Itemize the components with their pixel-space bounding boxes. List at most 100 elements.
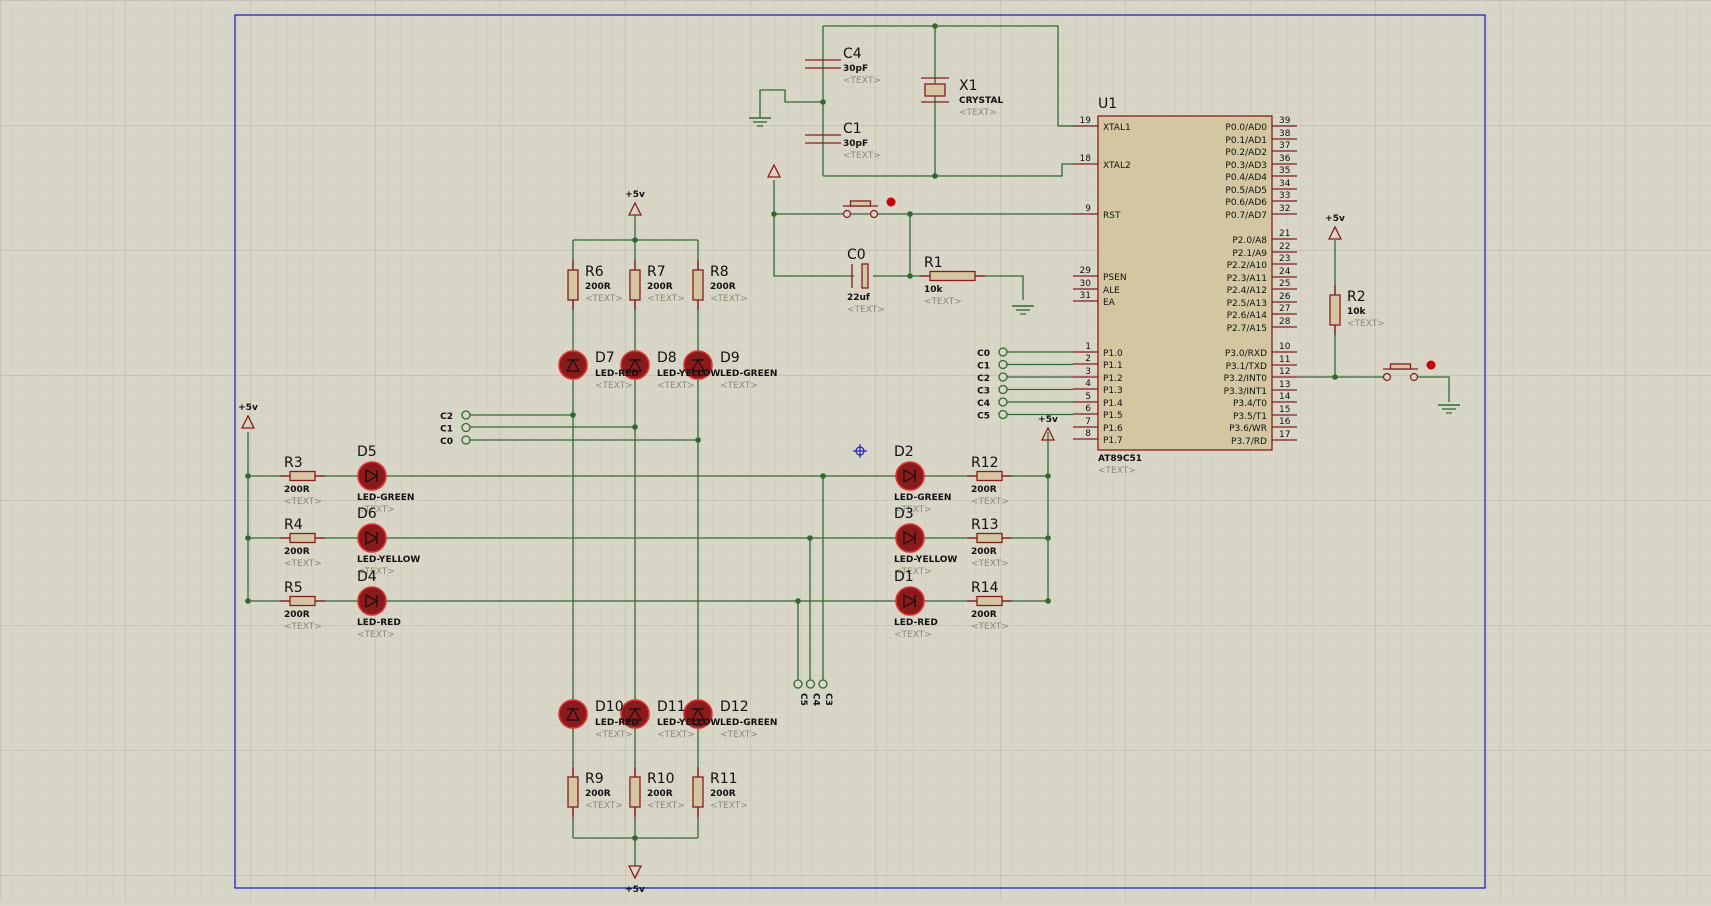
led-body: [895, 586, 925, 616]
crystal-x1[interactable]: [921, 77, 949, 103]
column-terminal[interactable]: [461, 410, 471, 420]
led-type: LED-RED: [595, 718, 639, 728]
port-terminal[interactable]: [998, 359, 1008, 370]
junction-dot: [695, 437, 701, 443]
origin-marker: [853, 444, 867, 458]
led-ref: D6: [357, 506, 377, 522]
resistor-value: 200R: [971, 547, 997, 557]
led-d11[interactable]: [620, 699, 650, 729]
resistor-r12[interactable]: [967, 470, 1012, 482]
row-terminal[interactable]: [793, 679, 803, 689]
column-label: C1: [440, 425, 453, 435]
mcu-pin-name: P1.1: [1103, 361, 1123, 371]
mcu-pin-number: 11: [1279, 355, 1290, 365]
led-ref: D11: [657, 699, 686, 715]
mcu-pin-number: 12: [1279, 367, 1290, 377]
mcu-pin-number: 36: [1279, 154, 1291, 164]
resistor-body: [692, 776, 704, 808]
mcu-pin-name: P1.3: [1103, 386, 1123, 396]
resistor-r13[interactable]: [967, 532, 1012, 544]
mcu-pin-number: 14: [1279, 392, 1291, 402]
mcu-pin-number: 33: [1279, 191, 1290, 201]
port-terminal[interactable]: [998, 347, 1008, 357]
text-placeholder: <TEXT>: [959, 108, 997, 118]
mcu-pin-number: 34: [1279, 179, 1291, 189]
mcu-body[interactable]: [1097, 115, 1273, 451]
mcu-pin-number: 26: [1279, 292, 1291, 302]
mcu-pin-name: P3.3/INT1: [1224, 387, 1267, 397]
led-d3[interactable]: [895, 523, 925, 553]
resistor-body: [629, 269, 641, 301]
led-d10[interactable]: [558, 699, 588, 729]
resistor-value: 200R: [585, 282, 611, 292]
junction-dot: [245, 598, 251, 604]
capacitor-c1[interactable]: [805, 134, 841, 144]
capacitor-c0[interactable]: [851, 263, 869, 289]
led-d12[interactable]: [683, 699, 713, 729]
port-terminal[interactable]: [998, 409, 1008, 420]
junction-dot: [795, 598, 801, 604]
diode-symbol: [903, 593, 917, 609]
mcu-pin-name: P1.0: [1103, 349, 1123, 359]
resistor-r7[interactable]: [629, 260, 641, 310]
capacitor-c4[interactable]: [805, 59, 841, 69]
resistor-value: 200R: [710, 282, 736, 292]
mcu-pin-number: 16: [1279, 417, 1291, 427]
row-label: C3: [823, 693, 833, 706]
resistor-ref: R9: [585, 771, 604, 787]
led-d5[interactable]: [357, 461, 387, 491]
text-placeholder: <TEXT>: [585, 294, 623, 304]
resistor-r3[interactable]: [280, 470, 325, 482]
resistor-r2[interactable]: [1329, 285, 1341, 335]
mcu-pin-name: RST: [1103, 211, 1121, 221]
led-d1[interactable]: [895, 586, 925, 616]
resistor-r5[interactable]: [280, 595, 325, 607]
wire: [1418, 376, 1450, 402]
text-layer: +5v+5v+5v+5vR6200R<TEXT>R7200R<TEXT>R820…: [238, 46, 1385, 895]
text-placeholder: <TEXT>: [595, 730, 633, 740]
text-placeholder: <TEXT>: [971, 497, 1009, 507]
junction-dot: [820, 99, 826, 105]
column-terminal[interactable]: [461, 435, 471, 445]
led-d2[interactable]: [895, 461, 925, 491]
button-state-indicator: [1426, 360, 1436, 370]
reset-button[interactable]: [842, 197, 896, 219]
text-placeholder: <TEXT>: [971, 622, 1009, 632]
led-d8[interactable]: [620, 350, 650, 380]
resistor-ref: R11: [710, 771, 738, 787]
port-terminal[interactable]: [998, 384, 1008, 395]
mcu-pin-number: 18: [1080, 154, 1092, 164]
resistor-r8[interactable]: [692, 260, 704, 310]
resistor-r4[interactable]: [280, 532, 325, 544]
port-terminal[interactable]: [998, 397, 1008, 407]
port-terminal[interactable]: [998, 372, 1008, 382]
mcu-pin-number: 23: [1279, 254, 1290, 264]
led-d4[interactable]: [357, 586, 387, 616]
mcu-pin-name: P2.3/A11: [1227, 274, 1267, 284]
row-terminal[interactable]: [805, 679, 816, 689]
text-placeholder: <TEXT>: [847, 305, 885, 315]
column-terminal[interactable]: [461, 422, 471, 433]
led-d6[interactable]: [357, 523, 387, 553]
resistor-r14[interactable]: [967, 595, 1012, 607]
led-d7[interactable]: [558, 350, 588, 380]
text-placeholder: <TEXT>: [710, 294, 748, 304]
resistor-r1[interactable]: [920, 270, 985, 282]
mcu-pin-name: P3.7/RD: [1231, 437, 1267, 447]
wire: [773, 213, 1073, 277]
button-state-indicator: [886, 197, 896, 207]
button-contact: [842, 209, 852, 219]
led-d9[interactable]: [683, 350, 713, 380]
int0-button[interactable]: [1382, 360, 1436, 382]
row-terminal[interactable]: [818, 679, 828, 689]
junction-dot: [245, 473, 251, 479]
resistor-r9[interactable]: [567, 767, 579, 817]
resistor-r11[interactable]: [692, 767, 704, 817]
resistor-r10[interactable]: [629, 767, 641, 817]
mcu-pin-number: 13: [1279, 380, 1290, 390]
mcu-pin-name: P3.5/T1: [1233, 412, 1267, 422]
text-placeholder: <TEXT>: [657, 381, 695, 391]
resistor-r6[interactable]: [567, 260, 579, 310]
